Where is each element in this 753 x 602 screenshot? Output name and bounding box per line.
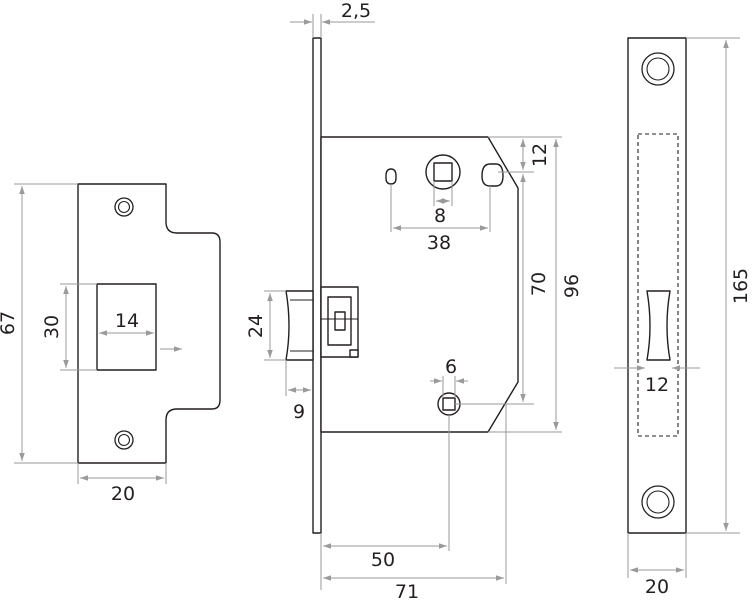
dim-faceplate-width: 20 [627, 533, 687, 598]
dim-strike-opening-height-label: 30 [41, 315, 63, 339]
dim-center-distance-label: 70 [528, 272, 550, 296]
dim-case-height-label: 96 [561, 274, 583, 298]
dim-spindle-square-label: 8 [434, 205, 446, 227]
dim-strike-opening-width: 14 [99, 310, 154, 336]
dim-latch-projection: 9 [285, 360, 311, 423]
faceplate-screw-hole-top-inner [646, 57, 670, 81]
lock-fixing-slot [481, 163, 504, 187]
lock-faceplate [312, 37, 322, 534]
dim-backset: 50 [320, 415, 450, 590]
lock-body [285, 37, 519, 534]
dim-faceplate-height-label: 165 [730, 268, 752, 304]
dim-case-depth-label: 71 [395, 581, 419, 602]
dim-strike-height-label: 67 [0, 311, 19, 335]
dim-plate-thickness-label: 2,5 [341, 0, 371, 22]
dim-plate-thickness: 2,5 [290, 0, 375, 38]
lock-latch-bolt [285, 290, 314, 361]
dim-strike-opening-height: 30 [41, 283, 97, 371]
dim-faceplate-height: 165 [686, 37, 752, 534]
dim-backset-label: 50 [371, 549, 395, 571]
dim-case-height: 96 [488, 139, 583, 433]
strike-plate [77, 183, 221, 464]
dim-lower-square: 6 [430, 356, 468, 398]
dim-faceplate-width-label: 20 [645, 576, 669, 598]
faceplate-screw-hole-bottom-inner [646, 490, 670, 514]
dim-top-spacing-label: 12 [529, 143, 551, 167]
dim-spindle-to-hole: 38 [390, 184, 491, 254]
dim-latch-projection-label: 9 [293, 401, 305, 423]
dim-strike-width-label: 20 [111, 483, 135, 505]
dim-spindle-square: 8 [433, 181, 453, 227]
lock-latch-tab-bottom [349, 349, 359, 358]
dim-latch-height-label: 24 [245, 314, 267, 338]
faceplate-hidden-case-outline [637, 133, 679, 437]
dim-latch-height: 24 [245, 290, 286, 361]
lock-spindle-square [433, 162, 453, 182]
dim-center-distance: 70 [455, 174, 550, 405]
dim-faceplate-cutout-width: 12 [614, 365, 700, 396]
lock-slot-top [385, 168, 397, 185]
dim-top-spacing: 12 [488, 136, 562, 173]
lock-latch-spring [334, 311, 346, 331]
strike-screw-hole-top-inner [117, 200, 131, 214]
dim-strike-width: 20 [77, 463, 167, 505]
dim-faceplate-cutout-width-label: 12 [645, 374, 669, 396]
lock-lower-square [442, 397, 456, 411]
strike-screw-hole-bottom-inner [117, 433, 131, 447]
dim-spindle-to-hole-label: 38 [427, 232, 451, 254]
strike-latch-opening [96, 283, 157, 371]
faceplate-outline [627, 37, 687, 534]
dim-strike-height: 67 [0, 183, 78, 464]
dim-strike-opening-width-label: 14 [115, 310, 139, 332]
dim-case-depth: 71 [323, 404, 507, 602]
dim-lower-square-label: 6 [445, 356, 457, 378]
front-faceplate [627, 37, 687, 534]
faceplate-latch-opening [646, 290, 671, 361]
